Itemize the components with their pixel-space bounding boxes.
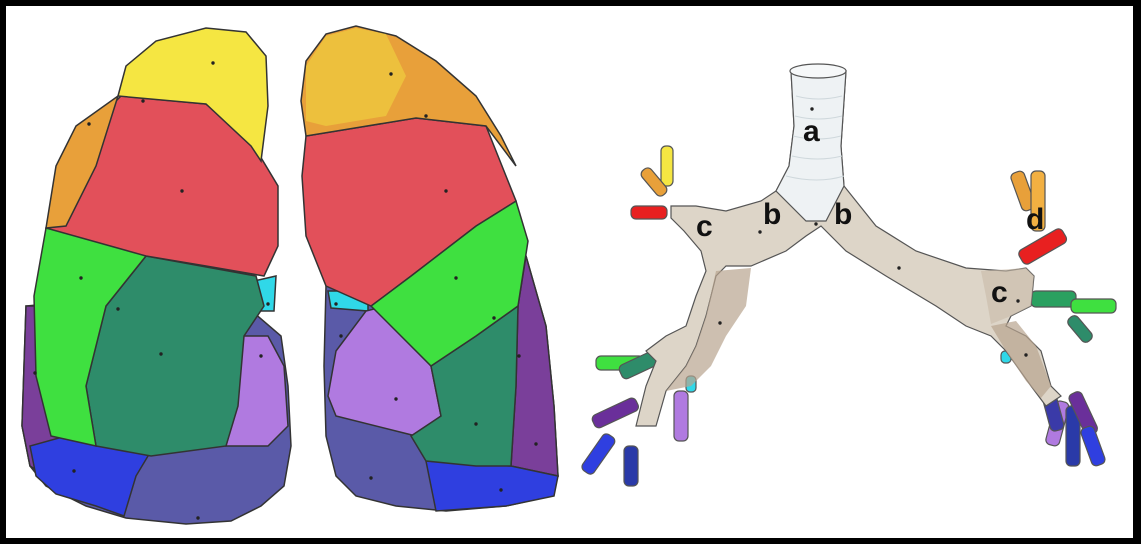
- label-lobar-left: c: [991, 276, 1008, 309]
- right-lung: [22, 28, 291, 524]
- trachea-top-opening: [790, 64, 846, 78]
- label-main-bronchus-left: b: [834, 198, 852, 231]
- label-segmental-left: d: [1026, 203, 1044, 236]
- lung-bronchus-diagram: a b b c c d: [6, 6, 1133, 538]
- figure-frame: a b b c c d: [6, 6, 1133, 538]
- label-main-bronchus-right: b: [763, 198, 781, 231]
- bronchial-tree: [580, 64, 1116, 486]
- left-lung: [301, 26, 558, 511]
- label-lobar-right: c: [696, 210, 713, 243]
- label-trachea: a: [803, 115, 820, 148]
